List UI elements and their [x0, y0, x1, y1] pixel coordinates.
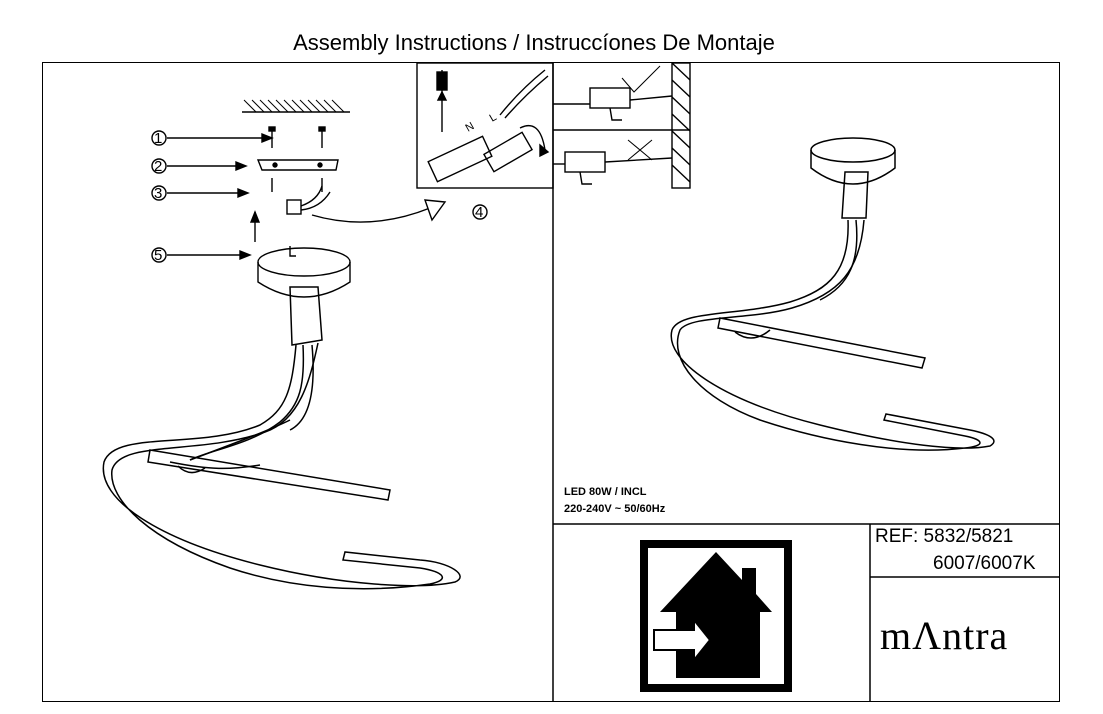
step-callouts [151, 130, 488, 263]
ceiling-hatch [242, 99, 350, 113]
reference-line-2: 6007/6007K [933, 553, 1036, 574]
wiring-check-panel [553, 62, 691, 189]
wire-label-l: L [488, 111, 499, 124]
step-4-label: 4 [475, 204, 483, 221]
step-2-label: 2 [154, 158, 162, 175]
wiring-detail-box [416, 62, 554, 189]
lamp-right [670, 137, 995, 451]
mounting-parts [249, 126, 339, 242]
lamp-left [102, 286, 461, 590]
arrow-to-detail [311, 207, 431, 223]
reference-line-1: REF: 5832/5821 [875, 526, 1014, 547]
spec-voltage: 220-240V ~ 50/60Hz [564, 503, 666, 515]
indoor-use-house-icon [640, 540, 792, 692]
checkmark-icon [621, 65, 661, 93]
step-5-label: 5 [154, 247, 162, 264]
page-title: Assembly Instructions / Instruccíones De… [293, 30, 775, 55]
cross-icon [627, 139, 653, 161]
step-3-label: 3 [154, 185, 162, 202]
step-1-label: 1 [154, 130, 162, 147]
spec-power: LED 80W / INCL [564, 486, 647, 498]
ceiling-canopy-left [257, 246, 351, 298]
brand-logo: mΛntra [880, 613, 1009, 658]
wire-label-n: N [464, 120, 477, 134]
